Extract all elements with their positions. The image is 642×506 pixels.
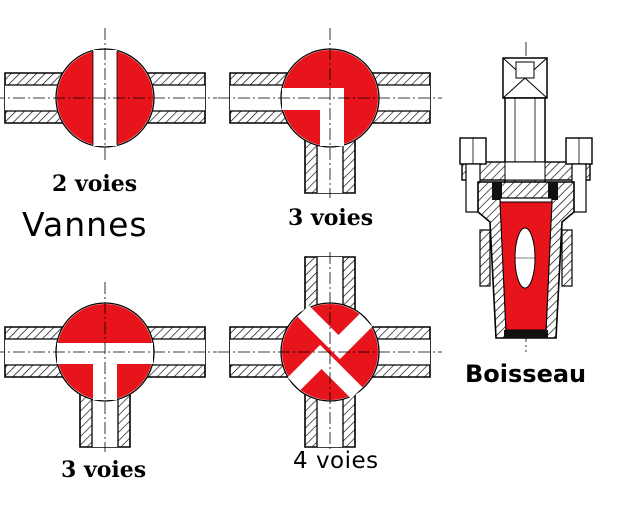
label-2-voies: 2 voies: [52, 171, 138, 197]
label-3-voies-angle: 3 voies: [288, 205, 374, 231]
label-4-voies: 4 voies: [293, 448, 379, 474]
valve-3-ways-t: [0, 282, 217, 452]
label-boisseau: Boisseau: [465, 360, 587, 388]
valve-3-ways-angle: [218, 28, 442, 198]
boisseau-diagram: [459, 42, 593, 352]
valve-4-ways: [218, 252, 442, 452]
label-3-voies-t: 3 voies: [61, 457, 147, 483]
valve-2-ways: [0, 28, 217, 160]
page-title: Vannes: [22, 205, 148, 244]
